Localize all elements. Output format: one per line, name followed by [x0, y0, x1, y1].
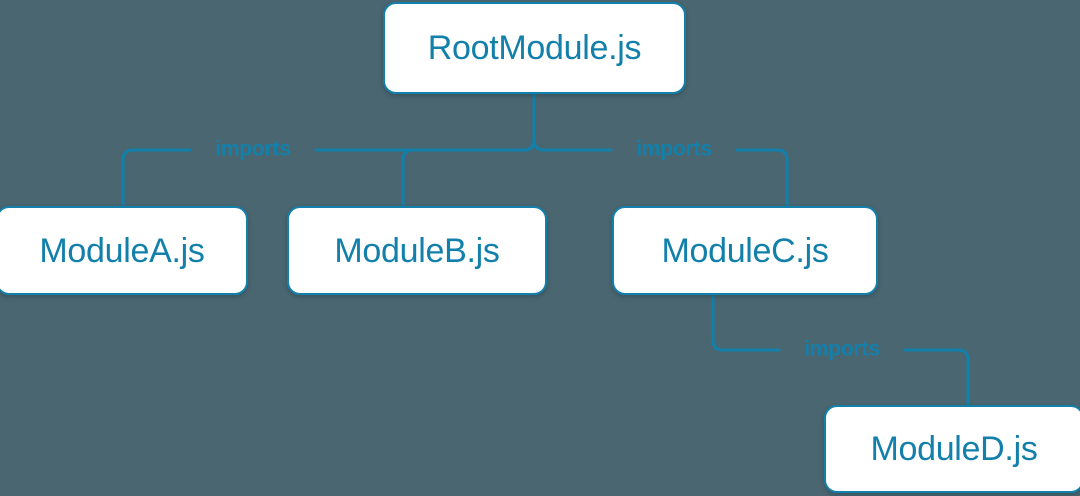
edge-label-root-to-moduleC: imports: [636, 138, 712, 161]
node-moduleB[interactable]: ModuleB.js: [287, 206, 547, 295]
edge-root-to-moduleC: [532, 92, 789, 208]
edge-moduleC-to-moduleD: [711, 293, 970, 407]
node-root[interactable]: RootModule.js: [383, 2, 686, 94]
edge-root-to-moduleB: [401, 92, 536, 208]
node-moduleC[interactable]: ModuleC.js: [612, 206, 878, 295]
edge-label-moduleC-to-moduleD: imports: [804, 338, 880, 361]
node-label-moduleD: ModuleD.js: [870, 430, 1038, 468]
edge-label-root-to-moduleA: imports: [215, 138, 291, 161]
edge-labels-group: imports imports imports: [215, 138, 880, 361]
node-label-moduleB: ModuleB.js: [334, 231, 500, 270]
node-label-moduleA: ModuleA.js: [39, 231, 205, 270]
node-label-root: RootModule.js: [427, 29, 642, 67]
node-label-moduleC: ModuleC.js: [661, 231, 829, 270]
node-moduleA[interactable]: ModuleA.js: [0, 206, 248, 295]
edges-group: [121, 92, 970, 407]
node-moduleD[interactable]: ModuleD.js: [824, 405, 1080, 493]
